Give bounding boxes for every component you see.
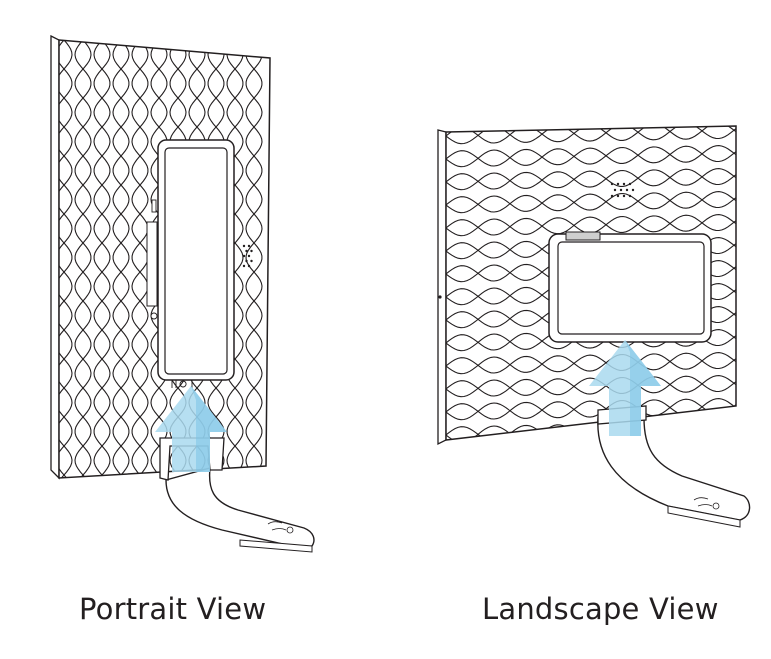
portrait-frame-side	[50, 34, 60, 480]
landscape-frame-side	[437, 129, 447, 446]
portrait-frame	[50, 34, 271, 480]
landscape-stand-foot	[597, 417, 751, 521]
landscape-mount-inner	[557, 241, 705, 335]
landscape-view-caption: Landscape View	[482, 592, 719, 626]
portrait-view-caption: Portrait View	[79, 592, 267, 626]
portrait-speaker-dots	[242, 244, 253, 268]
portrait-stand-foot	[165, 467, 315, 549]
landscape-frame	[437, 125, 737, 446]
landscape-arrow-up-icon	[589, 340, 661, 436]
portrait-arrow-up-icon	[155, 386, 227, 472]
portrait-stand	[159, 437, 315, 553]
landscape-speaker-dots	[610, 182, 635, 198]
portrait-mount-inner	[164, 147, 228, 375]
